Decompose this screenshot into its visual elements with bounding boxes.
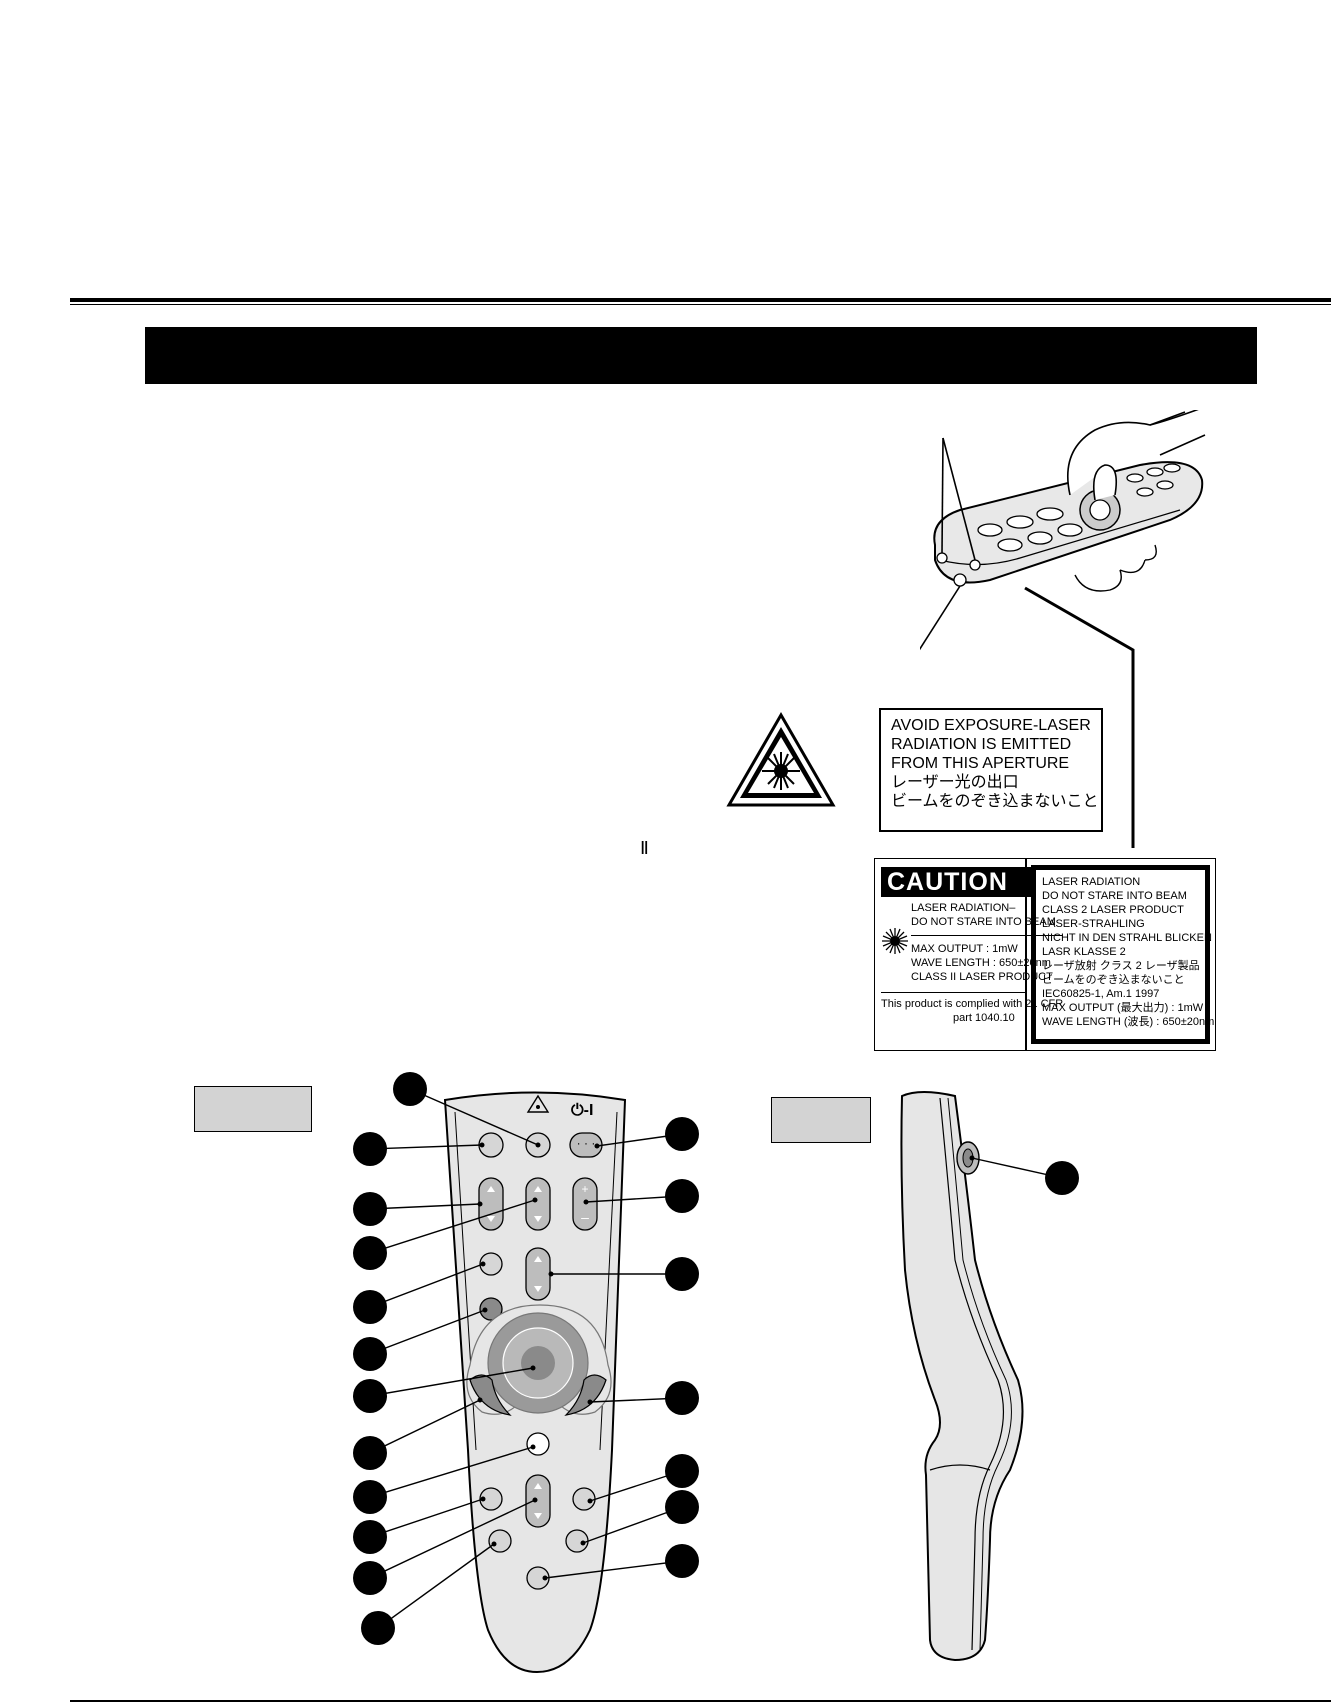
callout-marker <box>353 1132 387 1166</box>
caution-text-line: MAX OUTPUT : 1mW <box>911 943 1018 955</box>
caution-text-line: LASR KLASSE 2 <box>1042 946 1126 958</box>
laser-starburst-icon <box>882 928 908 954</box>
caution-left-panel: CAUTION LASER RADIATION– DO NOT STARE IN… <box>881 867 1064 1025</box>
remote-front-view: ⏻-I · · · + – <box>443 1091 627 1674</box>
caution-text-line: IEC60825-1, Am.1 1997 <box>1042 988 1160 1000</box>
digital-zoom-button <box>525 1474 551 1528</box>
callout-marker <box>665 1454 699 1488</box>
callout-marker <box>665 1381 699 1415</box>
header-rule <box>70 298 1331 302</box>
callout-marker <box>665 1490 699 1524</box>
svg-text:–: – <box>581 1209 589 1225</box>
remote-button-c <box>479 1297 503 1321</box>
callout-marker <box>361 1611 395 1645</box>
laser-warning-triangle-icon <box>726 712 836 807</box>
class-roman-numeral: Ⅱ <box>640 838 649 858</box>
hand-holding-remote-illustration <box>920 410 1206 670</box>
callout-marker <box>393 1072 427 1106</box>
top-view-label-box <box>194 1086 312 1132</box>
aperture-label-line: AVOID EXPOSURE-LASER <box>891 717 1091 734</box>
left-click-button <box>469 1374 512 1416</box>
callout-marker <box>353 1337 387 1371</box>
caution-text-line: DO NOT STARE INTO BEAM <box>1042 890 1187 902</box>
caution-compliance-text: part 1040.10 <box>953 1012 1015 1024</box>
power-symbol-label: ⏻-I <box>571 1102 593 1119</box>
remote-button-b <box>479 1252 503 1276</box>
keystone-button <box>525 1177 551 1231</box>
caution-text-line: LASER RADIATION <box>1042 876 1141 888</box>
section-title-bar <box>145 327 1257 384</box>
caution-text-line: WAVE LENGTH (波長) : 650±20nm <box>1042 1016 1215 1028</box>
caution-text-line: ビームをのぞき込まないこと <box>1042 974 1185 986</box>
header-rule-thin <box>70 304 1331 305</box>
remote-button-g <box>488 1529 512 1553</box>
laser-symbol-icon <box>526 1094 550 1113</box>
caution-text-line: CLASS 2 LASER PRODUCT <box>1042 904 1184 916</box>
callout-marker <box>353 1290 387 1324</box>
aperture-label-line: ビームをのぞき込まないこと <box>891 793 1099 810</box>
aperture-warning-label: AVOID EXPOSURE-LASER RADIATION IS EMITTE… <box>879 708 1103 832</box>
callout-marker <box>353 1236 387 1270</box>
remote-button-d <box>526 1432 550 1456</box>
caution-text-line: DO NOT STARE INTO BEAM <box>911 916 1056 928</box>
caution-text-line: WAVE LENGTH : 650±20nm <box>911 957 1051 969</box>
aperture-label-line: FROM THIS APERTURE <box>891 755 1070 772</box>
callout-marker <box>665 1179 699 1213</box>
caution-compliance-text: This product is complied with 21 CFR <box>881 998 1064 1010</box>
caution-label: CAUTION LASER RADIATION– DO NOT STARE IN… <box>874 858 1216 1051</box>
callout-marker <box>353 1436 387 1470</box>
caution-text-line: LASER RADIATION– <box>911 902 1016 914</box>
aperture-label-line: レーザー光の出口 <box>891 774 1019 791</box>
caution-text-line: LASER-STRAHLING <box>1042 918 1145 930</box>
caution-right-panel: LASER RADIATION DO NOT STARE INTO BEAM C… <box>1031 865 1215 1044</box>
callout-marker <box>665 1117 699 1151</box>
callout-marker <box>1045 1161 1079 1195</box>
remote-button-e <box>479 1487 503 1511</box>
callout-marker <box>353 1480 387 1514</box>
caution-text-line: レーザ放射 クラス 2 レーザ製品 <box>1042 960 1200 972</box>
remote-side-view <box>900 1091 1079 1662</box>
remote-callouts <box>353 1072 699 1645</box>
svg-text:· · ·: · · · <box>577 1136 596 1150</box>
callout-marker <box>665 1257 699 1291</box>
svg-text:+: + <box>581 1182 588 1196</box>
callout-marker <box>665 1544 699 1578</box>
caution-text-line: NICHT IN DEN STRAHL BLICKEN <box>1042 932 1212 944</box>
caution-label-leader-line <box>1131 668 1135 848</box>
caution-text-line: CLASS II LASER PRODUCT <box>911 971 1053 983</box>
side-view-label-box <box>771 1097 871 1143</box>
footer-rule <box>70 1700 1331 1702</box>
callout-marker <box>353 1192 387 1226</box>
aperture-label-line: RADIATION IS EMITTED <box>891 736 1072 753</box>
callout-marker <box>353 1520 387 1554</box>
caution-text-line: MAX OUTPUT (最大出力) : 1mW <box>1042 1002 1204 1014</box>
callout-marker <box>353 1379 387 1413</box>
caution-heading: CAUTION <box>881 867 1031 897</box>
callout-marker <box>353 1561 387 1595</box>
